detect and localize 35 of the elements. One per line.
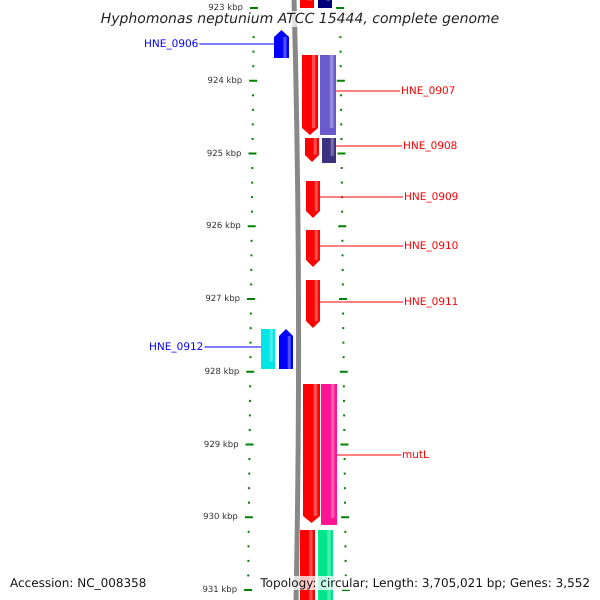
gene-feature <box>303 384 320 523</box>
scale-label: 931 kbp <box>201 585 238 595</box>
gene-feature <box>305 138 319 162</box>
scale-label: 927 kbp <box>204 294 240 304</box>
scale-label: 926 kbp <box>205 221 241 232</box>
scale-label: 929 kbp <box>202 440 239 450</box>
gene-label: mutL <box>402 449 429 461</box>
leader-line <box>336 90 400 92</box>
scale-label: 925 kbp <box>206 148 242 158</box>
leader-line <box>336 454 402 456</box>
gene-feature <box>306 230 320 267</box>
gene-feature <box>279 329 293 369</box>
gene-feature <box>320 55 336 135</box>
gene-label: HNE_0908 <box>403 140 458 152</box>
scale-label: 930 kbp <box>202 512 238 522</box>
gene-label: HNE_0911 <box>404 296 458 308</box>
leader-line <box>320 196 404 198</box>
gene-feature <box>302 55 318 135</box>
gene-feature <box>306 280 320 328</box>
scale-label: 924 kbp <box>206 76 242 86</box>
gene-feature <box>321 384 337 525</box>
gene-label: HNE_0906 <box>144 38 198 50</box>
leader-line <box>204 346 262 348</box>
gene-feature <box>261 329 275 369</box>
gene-label: HNE_0912 <box>149 341 204 353</box>
scale-label: 923 kbp <box>208 3 243 13</box>
scale-label: 928 kbp <box>204 366 240 377</box>
gene-feature <box>306 181 320 218</box>
gene-feature <box>322 138 336 163</box>
gene-label: HNE_0907 <box>401 85 456 97</box>
map-title: Hyphomonas neptunium ATCC 15444, complete genome <box>98 11 502 27</box>
gene-feature <box>274 30 289 58</box>
gene-label: HNE_0909 <box>404 191 458 203</box>
gene-label: HNE_0910 <box>404 240 458 252</box>
accession-text: Accession: NC_008358 <box>10 576 146 590</box>
